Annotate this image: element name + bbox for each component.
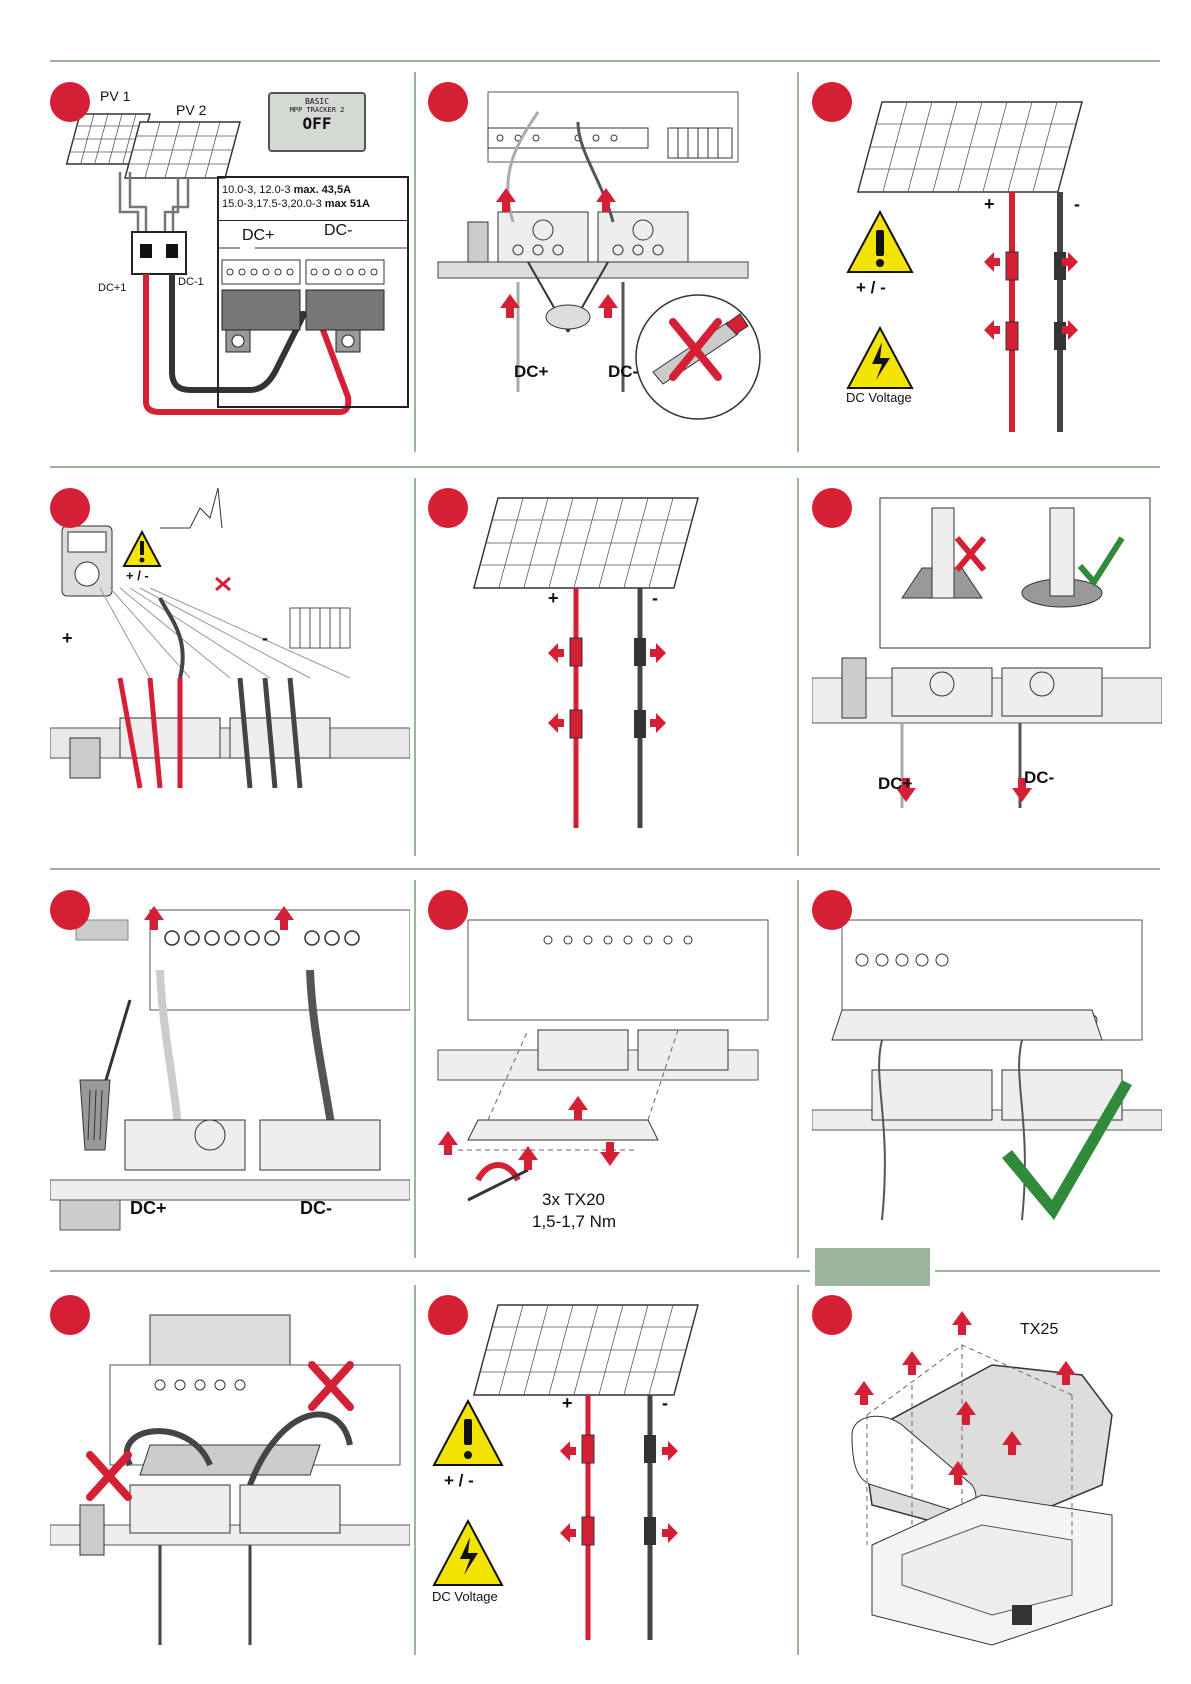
minus-label: -: [1074, 194, 1080, 215]
dc-plus-label: DC+: [514, 362, 548, 382]
divider-col-1-r2: [414, 478, 416, 856]
terminal-connection-illustration: [50, 880, 410, 1258]
step-panel-12: TX25: [812, 1285, 1162, 1655]
dc-minus-label: DC-: [1024, 768, 1054, 788]
multimeter-icon: [62, 526, 112, 596]
dc-minus-terminal-label: DC-: [324, 222, 352, 240]
step-panel-10: [50, 1285, 410, 1655]
step-panel-11: + - + / - DC Voltage: [428, 1285, 788, 1655]
connector-connect-illustration: [428, 478, 788, 858]
divider-col-2-r3: [797, 880, 799, 1258]
step-panel-9: [812, 880, 1162, 1258]
polarity-label: + / -: [126, 568, 149, 583]
step-indicator: [50, 1295, 90, 1335]
plus-label: +: [548, 588, 559, 609]
step-indicator: [812, 82, 852, 122]
step-indicator: [812, 890, 852, 930]
dc-minus-label: DC-: [608, 362, 638, 382]
step-panel-1: PV 1 PV 2 BASIC MPP TRACKER 2 OFF 10.0-3…: [50, 72, 410, 452]
warning-icon: [434, 1401, 502, 1465]
dc-minus1-label: DC-1: [178, 276, 204, 288]
step-indicator: [812, 1295, 852, 1335]
step-panel-4: + / - + -: [50, 478, 410, 858]
display-value: OFF: [270, 114, 364, 133]
display-mode: BASIC: [270, 97, 364, 106]
torque-label: 1,5-1,7 Nm: [532, 1212, 616, 1232]
dc-minus-label: DC-: [300, 1198, 332, 1219]
minus-label: -: [662, 1393, 668, 1414]
polarity-check-illustration: [50, 478, 410, 858]
step-indicator: [50, 890, 90, 930]
step-panel-5: + -: [428, 478, 788, 858]
step-indicator: [50, 82, 90, 122]
tool-label: TX25: [1020, 1321, 1058, 1339]
solar-panel-icon: [474, 498, 698, 588]
dc-voltage-icon: [434, 1521, 502, 1585]
step-panel-2: DC+ DC-: [428, 72, 788, 452]
divider-col-2-r4: [797, 1285, 799, 1655]
step-indicator: [812, 488, 852, 528]
screw-spec-label: 3x TX20: [542, 1190, 605, 1210]
divider-col-2-r2: [797, 478, 799, 856]
divider-col-2-r1: [797, 72, 799, 452]
step-panel-3: + - + / - DC Voltage: [812, 72, 1162, 452]
plus-label: +: [62, 628, 73, 649]
minus-label: -: [652, 588, 658, 609]
grommet-check-illustration: [812, 478, 1162, 858]
wrong-install-illustration: [50, 1285, 410, 1655]
dc-plus-label: DC+: [878, 774, 912, 794]
cross-icon: [312, 1365, 350, 1407]
terminal-block-plus: [222, 260, 300, 284]
warning-icon: [124, 532, 160, 566]
step-indicator: [428, 488, 468, 528]
cover-screw-illustration: [428, 880, 788, 1258]
divider-col-1-r3: [414, 880, 416, 1258]
housing-cover-illustration: [812, 1285, 1162, 1655]
step-panel-7: DC+ DC-: [50, 880, 410, 1258]
lcd-display: BASIC MPP TRACKER 2 OFF: [268, 92, 366, 152]
polarity-label: + / -: [856, 278, 886, 298]
screwdriver-icon: [80, 1080, 110, 1150]
solar-panel-icon: [858, 102, 1082, 192]
divider-row-2: [50, 868, 1160, 870]
divider-row-3a: [50, 1270, 810, 1272]
minus-label: -: [262, 628, 268, 649]
rating-line-1: 10.0-3, 12.0-3 max. 43,5A: [222, 184, 351, 196]
divider-row-1: [50, 466, 1160, 468]
dc-plus-terminal-label: DC+: [242, 227, 274, 245]
solar-panel-icon: [474, 1305, 698, 1395]
step-indicator: [428, 1295, 468, 1335]
cross-icon: [216, 578, 230, 590]
divider-col-1-r1: [414, 72, 416, 452]
step-panel-6: DC+ DC-: [812, 478, 1162, 858]
plus-label: +: [562, 1393, 573, 1414]
polarity-label: + / -: [444, 1471, 474, 1491]
dc-plus-label: DC+: [130, 1198, 167, 1219]
divider-col-1-r4: [414, 1285, 416, 1655]
dc-voltage-icon: [848, 328, 912, 388]
plus-label: +: [984, 194, 995, 215]
step-panel-8: 3x TX20 1,5-1,7 Nm: [428, 880, 788, 1258]
warning-icon: [848, 212, 912, 272]
pv2-label: PV 2: [176, 102, 206, 118]
display-subtitle: MPP TRACKER 2: [270, 106, 364, 114]
step-indicator: [428, 890, 468, 930]
solar-panel-icon: [125, 122, 240, 178]
correct-install-illustration: [812, 880, 1162, 1258]
dc-voltage-label: DC Voltage: [432, 1589, 498, 1604]
cable-insertion-illustration: [428, 72, 788, 452]
step-indicator: [50, 488, 90, 528]
terminal-block-minus: [306, 260, 384, 284]
pv1-label: PV 1: [100, 88, 130, 104]
step-indicator: [428, 82, 468, 122]
dc-voltage-label: DC Voltage: [846, 390, 912, 405]
dc-plus1-label: DC+1: [98, 282, 126, 294]
divider-top: [50, 60, 1160, 62]
rating-line-2: 15.0-3,17.5-3,20.0-3 max 51A: [222, 198, 370, 210]
cross-icon: [90, 1455, 128, 1497]
divider-row-3b: [935, 1270, 1160, 1272]
